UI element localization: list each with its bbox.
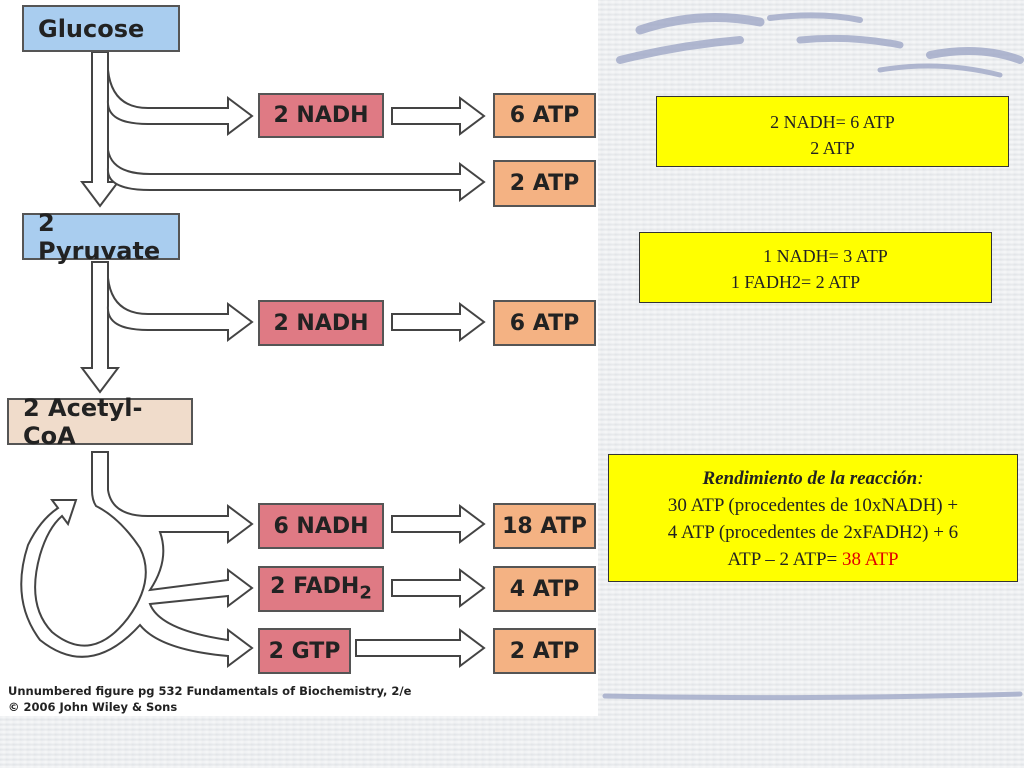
gtp-box: 2 GTP	[258, 628, 351, 674]
nadh-label-3: 6 NADH	[273, 513, 369, 539]
atp-label-1: 6 ATP	[509, 103, 580, 128]
nadh-label-2: 2 NADH	[273, 310, 369, 336]
nadh-box-3: 6 NADH	[258, 503, 384, 549]
atp-box-6: 2 ATP	[493, 628, 596, 674]
note3-line3: ATP – 2 ATP= 38 ATP	[609, 546, 1017, 573]
note2-line2: 1 FADH2= 2 ATP	[730, 272, 861, 292]
atp-label-4: 18 ATP	[502, 513, 587, 539]
fadh2-box: 2 FADH2	[258, 566, 384, 612]
note1-line2: 2 ATP	[810, 138, 855, 158]
fadh-subscript: 2	[359, 582, 372, 604]
nadh-box-1: 2 NADH	[258, 93, 384, 138]
caption-line-2: © 2006 John Wiley & Sons	[8, 700, 178, 714]
acetyl-coa-label: 2 Acetyl-CoA	[23, 393, 143, 450]
nadh-box-2: 2 NADH	[258, 300, 384, 346]
note3-line3-prefix: ATP – 2 ATP=	[727, 549, 843, 570]
note-box-1: 2 NADH= 6 ATP 2 ATP	[656, 96, 1009, 167]
note3-line2: 4 ATP (procedentes de 2xFADH2) + 6	[667, 522, 959, 543]
note3-line1: 30 ATP (procedentes de 10xNADH) +	[667, 495, 959, 516]
atp-label-5: 4 ATP	[509, 576, 580, 602]
atp-label-3: 6 ATP	[509, 310, 580, 336]
pyruvate-label: 2 Pyruvate	[38, 208, 161, 265]
note3-title: Rendimiento de la reacción	[702, 468, 918, 489]
caption-line-1: Unnumbered figure pg 532 Fundamentals of…	[8, 684, 412, 698]
atp-box-5: 4 ATP	[493, 566, 596, 612]
note-box-2: 1 NADH= 3 ATP 1 FADH2= 2 ATP	[639, 232, 992, 303]
atp-box-1: 6 ATP	[493, 93, 596, 138]
flow-arrows	[20, 51, 486, 668]
acetyl-coa-box: 2 Acetyl-CoA	[7, 394, 193, 450]
note1-line1: 2 NADH= 6 ATP	[770, 112, 895, 132]
pyruvate-box: 2 Pyruvate	[22, 209, 180, 265]
fadh-prefix: 2 FADH	[270, 574, 360, 600]
atp-box-3: 6 ATP	[493, 300, 596, 346]
glucose-label: Glucose	[38, 14, 145, 43]
atp-box-4: 18 ATP	[493, 503, 596, 549]
atp-box-2: 2 ATP	[493, 160, 596, 207]
note3-total: 38 ATP	[842, 549, 899, 570]
atp-label-2: 2 ATP	[509, 171, 580, 196]
figure-caption: Unnumbered figure pg 532 Fundamentals of…	[8, 683, 411, 715]
glucose-box: Glucose	[22, 5, 180, 52]
gtp-label: 2 GTP	[268, 638, 341, 664]
note3-colon: :	[917, 468, 924, 489]
atp-label-6: 2 ATP	[509, 638, 580, 664]
fadh2-label: 2 FADH2	[270, 574, 372, 603]
note2-line1: 1 NADH= 3 ATP	[763, 246, 888, 266]
note3-title-line: Rendimiento de la reacción:	[609, 465, 1017, 492]
nadh-label-1: 2 NADH	[273, 103, 369, 128]
note-box-3: Rendimiento de la reacción: 30 ATP (proc…	[608, 454, 1018, 582]
